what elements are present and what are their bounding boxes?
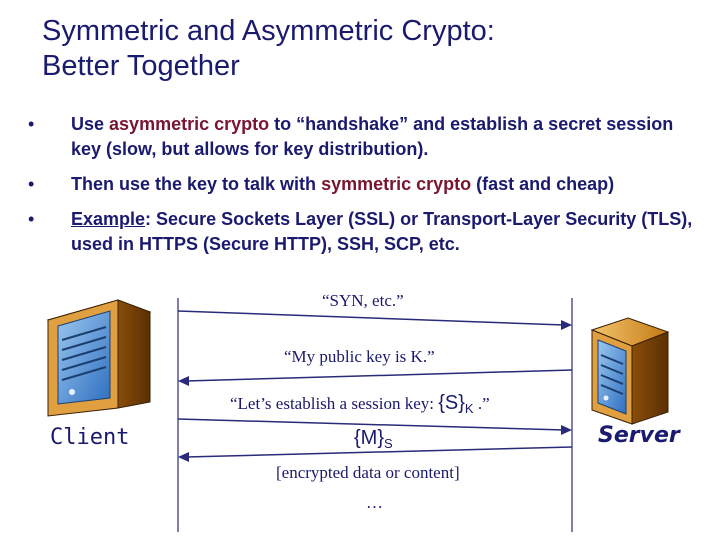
encrypted-message-subscript: S — [384, 436, 393, 451]
message-session-key-pre: “Let’s establish a session key: — [230, 394, 439, 413]
title-line-2: Better Together — [42, 50, 240, 82]
slide-title: Symmetric and Asymmetric Crypto: Better … — [42, 14, 682, 84]
client-label: Client — [50, 425, 130, 450]
bullet-2-pre: Then use the key to talk with — [71, 174, 322, 194]
bullet-3: • Example: Secure Sockets Layer (SSL) or… — [28, 207, 708, 257]
session-key-subscript: K — [464, 401, 474, 416]
arrow-session-key — [177, 418, 572, 435]
bullet-1-highlight: asymmetric crypto — [109, 114, 270, 134]
message-public-key: “My public key is K.” — [284, 347, 435, 366]
title-line-1: Symmetric and Asymmetric Crypto: — [42, 15, 495, 47]
bullet-1-pre: Use — [71, 114, 110, 134]
server-computer-icon — [590, 317, 670, 425]
bullet-1: • Use asymmetric crypto to “handshake” a… — [28, 112, 708, 162]
bullet-marker: • — [28, 174, 35, 194]
bullet-2: • Then use the key to talk with symmetri… — [28, 172, 708, 197]
bullet-3-post: : Secure Sockets Layer (SSL) or Transpor… — [71, 209, 693, 254]
bullet-marker: • — [28, 209, 35, 229]
bullet-3-underlined: Example — [71, 209, 146, 229]
bullet-marker: • — [28, 114, 35, 134]
message-encrypted: {M}S — [354, 427, 393, 451]
message-session-key: “Let’s establish a session key: {S}K .” — [230, 392, 490, 416]
arrow-syn — [177, 310, 572, 330]
message-syn: “SYN, etc.” — [322, 291, 404, 310]
message-session-key-post: .” — [473, 394, 490, 413]
arrow-public-key — [178, 369, 573, 386]
client-computer-icon — [46, 299, 152, 417]
message-encrypted-data: [encrypted data or content] — [276, 463, 460, 482]
bullet-2-highlight: symmetric crypto — [321, 174, 472, 194]
bullet-1-post: to “handshake” and establish a secret se… — [71, 114, 674, 159]
bullet-list: • Use asymmetric crypto to “handshake” a… — [28, 112, 708, 257]
arrow-encrypted-message — [178, 446, 573, 462]
bullet-2-post: (fast and cheap) — [471, 174, 615, 194]
message-ellipsis: … — [366, 493, 383, 512]
server-label: Server — [598, 423, 680, 448]
encrypted-message-set: {M} — [354, 427, 385, 449]
session-key-set: {S} — [438, 392, 465, 414]
